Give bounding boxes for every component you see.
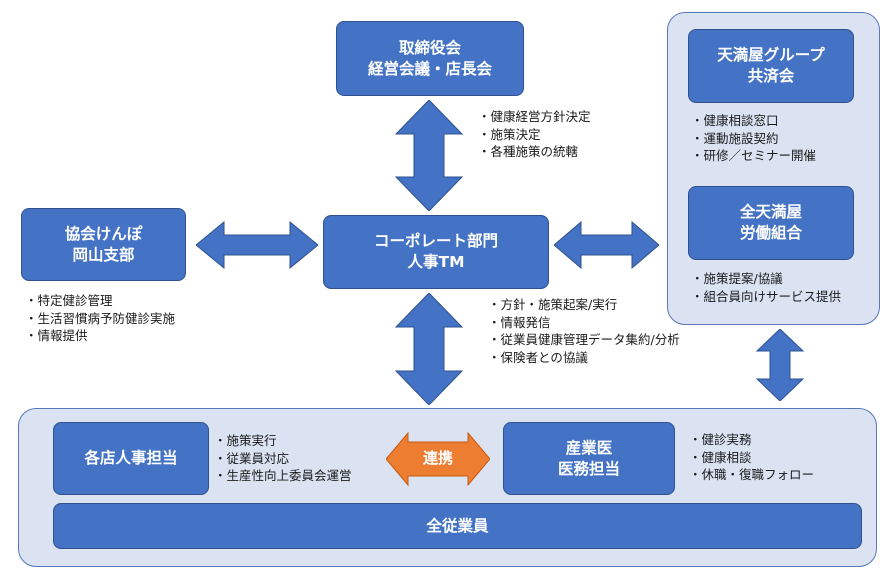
board-title-line1: 取締役会	[398, 38, 461, 57]
union-note: ・組合員向けサービス提供	[691, 288, 842, 304]
kyokai-box: 協会けんぽ 岡山支部	[21, 208, 186, 281]
kyokai-title-line2: 岡山支部	[72, 245, 135, 264]
corporate-box: コーポレート部門 人事TM	[323, 215, 549, 289]
all-employees-label: 全従業員	[426, 516, 489, 535]
cooperation-arrow	[386, 432, 490, 486]
mutual-aid-note: ・健康相談窓口	[691, 113, 779, 128]
store-hr-title: 各店人事担当	[84, 449, 178, 467]
board-note: ・施策決定	[478, 126, 541, 142]
union-box: 全天満屋 労働組合	[688, 186, 854, 260]
corporate-title-line1: コーポレート部門	[373, 232, 498, 250]
corporate-title-line2: 人事TM	[407, 253, 465, 271]
occupational-doctor-box: 産業医 医務担当	[503, 422, 675, 495]
kyokai-notes: ・特定健診管理 ・生活習慣病予防健診実施 ・情報提供	[25, 292, 175, 345]
corporate-notes: ・方針・施策起案/実行 ・情報発信 ・従業員健康管理データ集約/分析 ・保険者と…	[488, 296, 680, 366]
corporate-store-arrow	[394, 293, 464, 405]
cooperation-label: 連携	[422, 449, 453, 467]
doctor-notes: ・健診実務 ・健康相談 ・休職・復職フォロー	[689, 431, 814, 484]
union-note: ・施策提案/協議	[691, 271, 783, 286]
mutual-aid-notes: ・健康相談窓口 ・運動施設契約 ・研修／セミナー開催	[691, 112, 816, 165]
board-box: 取締役会 経営会議・店長会	[336, 21, 524, 96]
board-title-line2: 経営会議・店長会	[367, 59, 492, 78]
kyokai-note: ・生活習慣病予防健診実施	[25, 310, 176, 326]
union-title-line2: 労働組合	[739, 224, 802, 242]
all-employees-bar: 全従業員	[53, 503, 862, 549]
union-notes: ・施策提案/協議 ・組合員向けサービス提供	[691, 270, 841, 305]
board-note: ・健康経営方針決定	[478, 109, 591, 124]
mutual-aid-note: ・運動施設契約	[691, 130, 779, 146]
doctor-note: ・健康相談	[689, 449, 752, 465]
kyokai-title-line1: 協会けんぽ	[64, 224, 143, 243]
doctor-note: ・休職・復職フォロー	[689, 467, 815, 482]
mutual-aid-title-line2: 共済会	[747, 67, 795, 85]
board-notes: ・健康経営方針決定 ・施策決定 ・各種施策の統轄	[478, 108, 591, 161]
store-hr-notes: ・施策実行 ・従業員対応 ・生産性向上委員会運営	[214, 432, 352, 485]
union-title-line1: 全天満屋	[739, 203, 802, 221]
mutual-aid-note: ・研修／セミナー開催	[691, 148, 817, 163]
board-corporate-arrow	[394, 100, 464, 211]
store-hr-note: ・従業員対応	[214, 450, 290, 466]
store-hr-note: ・生産性向上委員会運営	[214, 468, 352, 483]
store-hr-box: 各店人事担当	[53, 422, 209, 495]
doctor-title-line1: 産業医	[565, 438, 613, 457]
corporate-note: ・方針・施策起案/実行	[488, 297, 618, 312]
corporate-note: ・情報発信	[488, 314, 551, 330]
mutual-aid-box: 天満屋グループ 共済会	[688, 29, 854, 103]
corporate-group-arrow	[554, 221, 659, 269]
board-note: ・各種施策の統轄	[478, 144, 579, 159]
doctor-note: ・健診実務	[689, 432, 752, 447]
kyokai-note: ・特定健診管理	[25, 293, 113, 308]
kyokai-corporate-arrow	[196, 221, 318, 269]
doctor-title-line2: 医務担当	[557, 459, 620, 478]
corporate-note: ・保険者との協議	[488, 349, 588, 365]
group-store-arrow	[756, 329, 804, 401]
store-hr-note: ・施策実行	[214, 433, 277, 448]
mutual-aid-title-line1: 天満屋グループ	[717, 46, 825, 64]
kyokai-note: ・情報提供	[25, 328, 88, 343]
corporate-note: ・従業員健康管理データ集約/分析	[488, 332, 680, 347]
